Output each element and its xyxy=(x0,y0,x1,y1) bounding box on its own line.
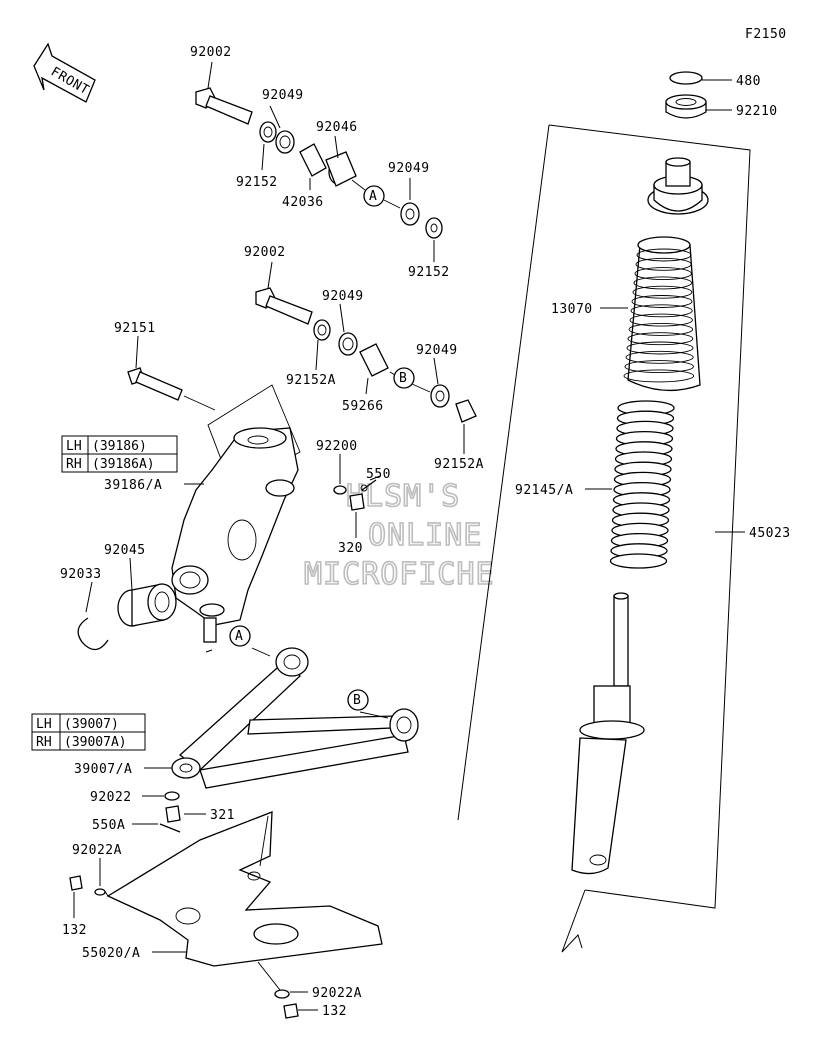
boot-rib xyxy=(628,322,694,336)
callout-92152-b: 92152 xyxy=(408,265,450,280)
front-arrow-icon: FRONT xyxy=(33,42,96,103)
callout-92022a-b: 92022A xyxy=(312,986,362,1001)
callout-39186a: 39186/A xyxy=(104,478,162,493)
steering-knuckle xyxy=(171,384,301,643)
callout-550: 550 xyxy=(366,467,391,482)
callout-92046: 92046 xyxy=(316,120,358,135)
boot-rib xyxy=(633,276,693,290)
callout-labels: 480 92210 92002 92049 92046 92152 42036 … xyxy=(60,45,791,1019)
callout-92049-b: 92049 xyxy=(388,161,430,176)
arm-lh-side: LH xyxy=(36,717,52,732)
shock-top-mount xyxy=(647,157,709,215)
boot-rib xyxy=(636,248,692,262)
arm-small-parts xyxy=(132,791,206,833)
spring-92145a xyxy=(585,400,675,569)
boot-rib xyxy=(632,285,693,299)
boot-rib xyxy=(634,267,692,281)
knuckle-lh-part: (39186) xyxy=(92,439,147,454)
callout-92002-mid: 92002 xyxy=(244,245,286,260)
boot-rib xyxy=(627,332,694,346)
arm-rh-side: RH xyxy=(36,735,52,750)
figure-code: F2150 xyxy=(745,27,787,42)
boot-rib xyxy=(624,360,694,374)
circlip-480 xyxy=(669,71,732,85)
callout-321: 321 xyxy=(210,808,235,823)
callout-13070: 13070 xyxy=(551,302,593,317)
nut-92210 xyxy=(665,94,732,119)
callout-92152-a: 92152 xyxy=(236,175,278,190)
callout-320: 320 xyxy=(338,541,363,556)
knuckle-rh-part: (39186A) xyxy=(92,457,155,472)
callout-92049-a: 92049 xyxy=(262,88,304,103)
callout-59266: 59266 xyxy=(342,399,384,414)
shock-body xyxy=(571,592,645,875)
shock-assembly-frame xyxy=(457,124,751,953)
skid-fasteners xyxy=(69,858,318,1019)
callout-92022a-a: 92022A xyxy=(72,843,122,858)
callout-92152a-b: 92152A xyxy=(434,457,484,472)
boot-rib xyxy=(631,295,693,308)
marker-b-arm: B xyxy=(353,693,361,708)
arm-lh-part: (39007) xyxy=(64,717,119,732)
callout-92002-top: 92002 xyxy=(190,45,232,60)
boot-rib xyxy=(625,350,694,364)
skid-plate-55020a xyxy=(103,811,383,967)
watermark: HLSM'S ONLINE MICROFICHE xyxy=(303,478,495,593)
callout-92210: 92210 xyxy=(736,104,778,119)
callout-92200: 92200 xyxy=(316,439,358,454)
svg-text:ONLINE: ONLINE xyxy=(368,518,482,553)
callout-92045: 92045 xyxy=(104,543,146,558)
callout-92152a-a: 92152A xyxy=(286,373,336,388)
callout-480: 480 xyxy=(736,74,761,89)
knuckle-side-table: LH (39186) RH (39186A) xyxy=(61,435,178,473)
callout-92049-d: 92049 xyxy=(416,343,458,358)
spring-coil xyxy=(609,553,668,569)
callout-92151: 92151 xyxy=(114,321,156,336)
callout-39007a: 39007/A xyxy=(74,762,132,777)
bolt-92151 xyxy=(127,335,216,411)
marker-b-lower: B xyxy=(399,371,407,386)
boot-rib xyxy=(626,341,694,355)
callout-45023: 45023 xyxy=(749,526,791,541)
upper-pivot-parts xyxy=(195,61,443,262)
callout-42036: 42036 xyxy=(282,195,324,210)
bearing-92045 xyxy=(117,557,177,627)
marker-a-upper: A xyxy=(369,189,377,204)
marker-a-arm: A xyxy=(235,629,243,644)
callout-550a: 550A xyxy=(92,818,125,833)
rubber-boot-13070 xyxy=(600,236,701,392)
lower-pivot-parts xyxy=(255,261,477,454)
knuckle-lh-side: LH xyxy=(66,439,82,454)
callout-55020a: 55020/A xyxy=(82,946,140,961)
arm-rh-part: (39007A) xyxy=(64,735,127,750)
circlip-92033 xyxy=(77,581,109,651)
knuckle-small-parts xyxy=(333,454,381,538)
callout-92049-c: 92049 xyxy=(322,289,364,304)
boot-rib xyxy=(635,257,692,271)
arm-side-table: LH (39007) RH (39007A) xyxy=(31,713,146,751)
knuckle-rh-side: RH xyxy=(66,457,82,472)
callout-92033: 92033 xyxy=(60,567,102,582)
a-arm-39007 xyxy=(144,625,419,789)
callout-132-a: 132 xyxy=(62,923,87,938)
svg-text:MICROFICHE: MICROFICHE xyxy=(304,557,495,592)
boot-rib xyxy=(629,313,693,327)
callout-132-b: 132 xyxy=(322,1004,347,1019)
callout-92022: 92022 xyxy=(90,790,132,805)
callout-92145a: 92145/A xyxy=(515,483,573,498)
boot-rib xyxy=(630,304,693,318)
boot-rib xyxy=(623,369,695,383)
